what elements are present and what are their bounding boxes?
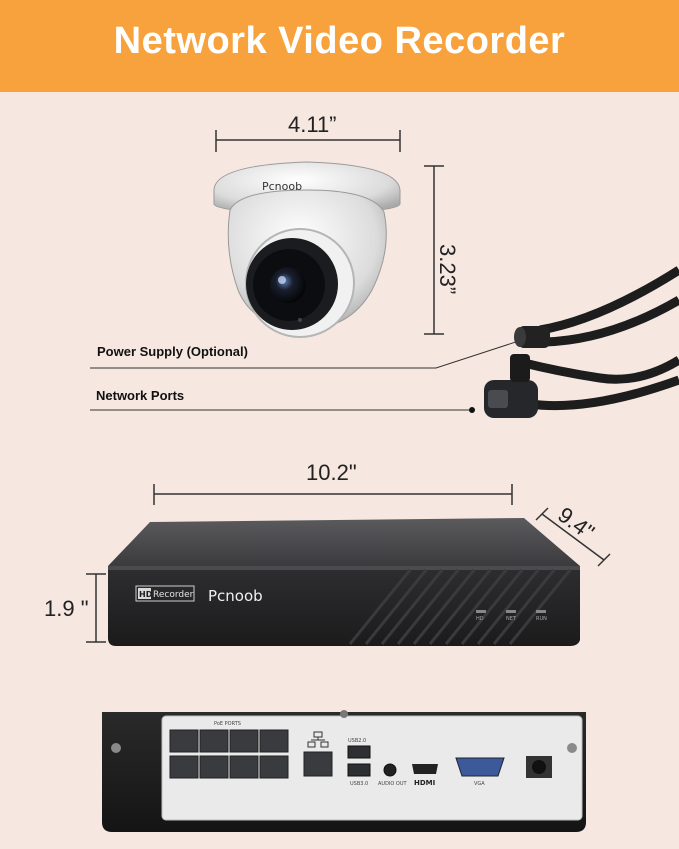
network-icon bbox=[307, 731, 329, 748]
nvr-brand-logo: Pcnoob bbox=[208, 587, 263, 605]
page-title: Network Video Recorder bbox=[113, 20, 566, 62]
camera-height-dimension bbox=[424, 165, 444, 335]
usb3-port bbox=[347, 763, 371, 777]
poe-ports bbox=[169, 729, 289, 779]
poe-ports-label: PoE PORTS bbox=[214, 721, 241, 727]
hdmi-label: HDMI bbox=[414, 779, 435, 787]
nvr-width-dimension bbox=[153, 484, 513, 505]
camera-brand-logo: Pcnoob bbox=[262, 180, 302, 193]
title-banner: Network Video Recorder bbox=[0, 0, 679, 92]
usb2-port bbox=[347, 745, 371, 759]
nvr-height-label: 1.9 " bbox=[44, 596, 89, 621]
hdmi-port bbox=[412, 764, 438, 774]
audio-out-label: AUDIO OUT bbox=[378, 781, 408, 787]
nvr-led-hd: HD bbox=[476, 616, 484, 622]
nvr-rear-view bbox=[102, 710, 586, 832]
nvr-front-view bbox=[108, 518, 580, 646]
camera-width-label: 4.11” bbox=[288, 112, 337, 137]
camera-width-dimension bbox=[215, 130, 401, 152]
rj45-connector bbox=[484, 380, 538, 418]
dc-connector bbox=[518, 326, 550, 348]
dome-camera bbox=[213, 161, 401, 338]
nvr-led-run: RUN bbox=[536, 616, 547, 622]
camera-cables bbox=[484, 266, 679, 418]
wan-port bbox=[303, 751, 333, 777]
nvr-width-label: 10.2" bbox=[306, 460, 357, 485]
network-ports-callout: Network Ports bbox=[96, 388, 185, 403]
camera-height-label: 3.23” bbox=[435, 244, 460, 295]
nvr-led-net: NET bbox=[506, 616, 517, 622]
power-supply-callout: Power Supply (Optional) bbox=[97, 344, 248, 359]
audio-out-jack bbox=[383, 763, 397, 777]
nvr-badge-recorder: Recorder bbox=[153, 590, 194, 600]
vga-label: VGA bbox=[474, 781, 485, 787]
nvr-depth-dimension bbox=[535, 507, 611, 567]
nvr-height-dimension bbox=[86, 573, 106, 643]
usb2-label: USB2.0 bbox=[348, 738, 366, 744]
vga-port bbox=[455, 757, 505, 777]
nvr-badge-hd: HD bbox=[139, 590, 153, 599]
usb3-label: USB3.0 bbox=[350, 781, 368, 787]
